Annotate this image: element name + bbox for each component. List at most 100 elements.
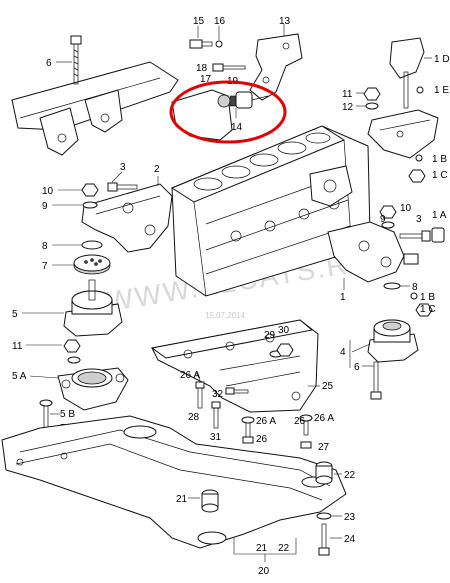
nut-11-top [363,87,381,101]
bolt-24 [318,523,330,556]
bolt-3 [107,182,138,192]
label-11-top: 11 [342,89,353,100]
label-5b: 5 B [60,409,75,420]
bushing-22 [315,461,333,485]
nut-10-left [81,183,99,197]
bolt-18 [212,63,246,72]
label-9-right: 9 [380,214,386,225]
engine-mount-5 [63,279,123,337]
label-10-left: 10 [42,186,54,197]
label-26a-mid: 26 A [256,416,276,427]
label-24: 24 [344,534,356,545]
engine-bracket-2 [81,183,173,253]
washer-23 [316,512,332,520]
washer-8-left [81,240,103,250]
nut-11-left [63,339,81,353]
washer-9-right [381,221,395,229]
label-8-right: 8 [412,282,418,293]
label-3: 3 [120,162,126,173]
label-4: 4 [340,347,346,358]
label-6-left: 6 [46,58,52,69]
label-23: 23 [344,512,356,523]
label-17: 17 [200,74,212,85]
label-1d: 1 D [434,54,450,65]
label-14: 14 [231,122,243,133]
label-28: 28 [188,412,200,423]
bushing-21 [201,489,219,513]
bolt-26-right [299,414,313,449]
label-26a-right: 26 A [314,413,334,424]
nut-1c-top [408,169,426,183]
label-1a: 1 A [432,210,447,221]
nut-10-right [379,205,397,219]
damper-7 [73,254,111,275]
label-1b-top: 1 B [432,154,447,165]
engine-bracket-1 [327,221,419,283]
label-11-left: 11 [12,341,23,352]
bolt-3-right [399,230,431,242]
label-10-right: 10 [400,203,412,214]
washer-12 [365,102,379,110]
label-31: 31 [210,432,222,443]
label-12: 12 [342,102,354,113]
nut-30 [276,343,294,357]
engine-block [170,125,371,297]
bolt-28 [195,381,205,409]
washer-8-right [383,282,401,290]
mount-5a [57,356,129,411]
bolt-32 [225,387,249,395]
label-15: 15 [193,16,205,27]
left-engine-bracket [11,61,179,156]
label-3-right: 3 [416,214,422,225]
clip-16 [215,40,223,48]
label-26-mid: 26 [256,434,268,445]
label-1c-top: 1 C [432,170,448,181]
label-20: 20 [258,566,270,577]
label-1: 1 [340,292,346,303]
crossmember-25 [150,319,319,413]
label-7: 7 [42,261,48,272]
watermark-date: 15.07.2014 [205,311,246,320]
washer-1e [416,86,424,94]
label-9-left: 9 [42,201,48,212]
label-2: 2 [154,164,160,175]
bolt-31 [211,401,221,429]
washer-1b [410,292,418,300]
label-5a: 5 A [12,371,27,382]
label-1b: 1 B [420,292,435,303]
label-18: 18 [196,63,208,74]
bolt-26-mid [241,416,255,444]
label-5: 5 [12,309,18,320]
bolt-6-right [370,361,382,400]
bolt-15 [189,39,213,49]
engine-mount-4 [367,319,419,363]
label-25: 25 [322,381,334,392]
label-21-bottom: 21 [256,543,268,554]
label-32: 32 [212,389,224,400]
nut-1c [415,303,433,317]
nut-1a [431,227,445,243]
label-8-left: 8 [42,241,48,252]
highlight-callout [169,80,287,144]
label-1c: 1 C [420,304,436,315]
label-1e: 1 E [434,85,449,96]
bolt-6-left [70,35,82,85]
label-26a-left: 26 A [180,370,200,381]
label-30: 30 [278,325,290,336]
washer-1b-top [415,154,423,162]
label-26: 26 [294,416,306,427]
label-29: 29 [264,330,276,341]
right-upper-bracket [367,37,439,159]
label-13: 13 [279,16,291,27]
label-6-right: 6 [354,362,360,373]
label-21: 21 [176,494,188,505]
bracket-13 [249,33,303,101]
engine-cover-14 [171,89,269,141]
label-27: 27 [318,442,330,453]
label-22-bottom: 22 [278,543,290,554]
label-16: 16 [214,16,226,27]
washer-9-left [82,201,98,209]
label-22: 22 [344,470,356,481]
